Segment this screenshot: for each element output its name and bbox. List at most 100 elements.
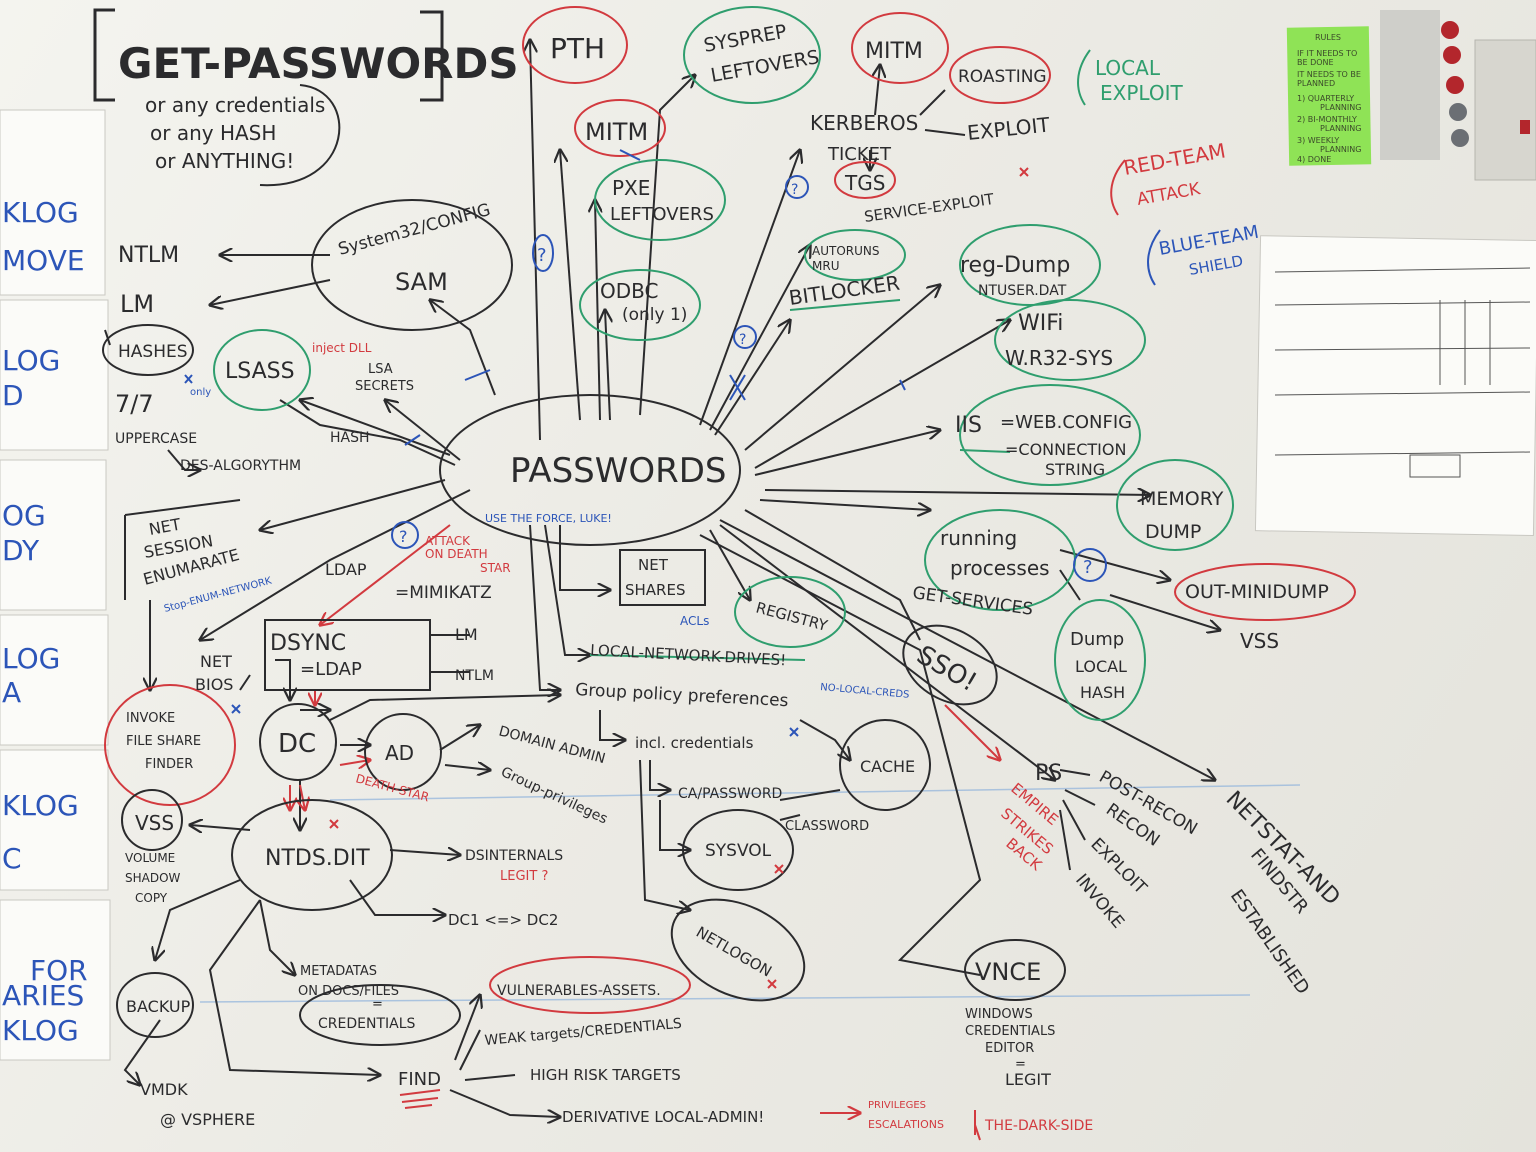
connectors [104,40,1220,1117]
sticky-l8: PLANNING [1320,124,1361,133]
node-stopenum: Stop-ENUM-NETWORK [163,575,273,614]
paper1-line2: MOVE [2,244,85,277]
legend-red-1: RED-TEAM [1122,138,1228,180]
node-volume-3: COPY [135,891,168,905]
node-wce-4: = [1015,1057,1026,1072]
node-sysvol: SYSVOL [705,841,772,861]
node-inclcred: incl. credentials [635,734,754,752]
node-seven: 7/7 [115,390,154,418]
node-ntlm: NTLM [118,243,179,268]
node-cache: CACHE [860,757,915,776]
node-dsinternals: DSINTERNALS [465,848,563,864]
paper2-line1: LOG [2,344,60,377]
node-injectdll: inject DLL [312,341,372,355]
node-localdrives: LOCAL-NETWORK-DRIVES! [590,641,787,669]
node-bitlocker: BITLOCKER [787,271,901,310]
node-wce-5: LEGIT [1005,1070,1051,1089]
node-ad: AD [385,741,414,765]
node-uppercase: UPPERCASE [115,431,197,447]
node-vsphere: @ VSPHERE [160,1110,255,1129]
node-wce-1: WINDOWS [965,1007,1033,1022]
sticky-l3: IT NEEDS TO BE [1297,70,1361,79]
node-outminidump: OUT-MINIDUMP [1185,581,1329,603]
node-lm2: LM [455,625,478,644]
node-pxe-2: LEFTOVERS [610,204,714,225]
title-main: GET-PASSWORDS [118,39,519,88]
node-odbc-1: ODBC [600,279,658,303]
node-regdump: reg-Dump [960,253,1070,278]
node-lm: LM [120,290,154,318]
node-autoruns-1: AUTORUNS [812,244,879,258]
magnet-strip [1380,10,1536,181]
node-classword: CLASSWORD [785,819,869,834]
node-metadata-3: = [372,997,383,1012]
paper1-line1: KLOG [2,196,79,229]
node-ntlm2: NTLM [455,668,494,684]
node-dc: DC [278,729,316,759]
qmark-4: ? [399,527,408,546]
node-dsync-1: DSYNC [270,631,346,656]
node-invoke-3: FINDER [145,757,193,772]
node-metadata-2: ON DOCS/FILES [298,984,399,999]
node-dumplocal-3: HASH [1080,683,1125,702]
node-legit: LEGIT ? [500,869,548,884]
node-kerberos-1: KERBEROS [810,111,918,135]
question-circles [391,175,1107,582]
node-getservices: GET-SERVICES [911,583,1034,620]
title-sub1: or any credentials [145,93,325,117]
blue-marks [184,149,906,737]
node-connection: =CONNECTION [1005,440,1126,459]
node-des: DES-ALGORYTHM [180,458,301,474]
sticky-title: RULES [1315,33,1341,42]
node-hashes: HASHES [118,342,188,362]
node-attack-2: ON DEATH [425,547,488,561]
node-metadata-1: METADATAS [300,964,377,979]
node-wifi: WIFi [1018,311,1063,336]
node-ntdsdit: NTDS.DIT [265,846,370,871]
paper2-line2: D [2,379,24,412]
sticky-l9: 3) WEEKLY [1297,136,1339,145]
sticky-note: RULES IF IT NEEDS TO BE DONE IT NEEDS TO… [1286,26,1372,166]
node-dsync-2: =LDAP [300,659,362,680]
node-attack-1: ATTACK [425,534,471,548]
node-pth: PTH [550,32,605,65]
node-derivative: DERIVATIVE LOCAL-ADMIN! [562,1108,764,1126]
red-marks [329,167,1029,1109]
title-sub3: or ANYTHING! [155,149,294,173]
legend-blue-2: SHIELD [1188,252,1245,279]
node-domainadmin: DOMAIN ADMIN [497,723,607,767]
node-vulnerable: VULNERABLES-ASSETS. [497,983,661,999]
node-vss-right: VSS [1240,629,1279,653]
node-lsass: LSASS [225,359,295,384]
node-running-1: running [940,526,1017,550]
faint-guide-lines [199,784,1301,1003]
node-backup: BACKUP [126,997,191,1016]
center-label: PASSWORDS [510,451,727,491]
sticky-l6: PLANNING [1320,103,1361,112]
node-tgs: TGS [844,171,885,195]
node-wr32: W.R32-SYS [1005,346,1113,370]
node-cpassword: CA/PASSWORD [678,786,782,802]
legend-red-2: ATTACK [1135,179,1202,210]
node-registry: REGISTRY [754,598,830,635]
title-sub2: or any HASH [150,121,276,145]
node-autoruns-2: MRU [812,259,839,273]
node-attack-3: STAR [480,561,511,575]
paper6-line3: KLOG [2,1014,79,1047]
sticky-l5: 1) QUARTERLY [1297,94,1354,103]
paper3-line1: OG [2,499,46,532]
paper4-line1: LOG [2,642,60,675]
qmark-1: ? [537,245,547,266]
sticky-l4: PLANNED [1297,79,1335,88]
qmark-5: ? [1083,557,1093,578]
node-mitm-top: MITM [865,39,923,64]
sticky-l10: PLANNING [1320,145,1361,154]
node-pxe-1: PXE [612,176,650,200]
left-papers: KLOG MOVE LOG D OG DY LOG A KLOG C FOR A… [0,109,111,1061]
node-hash: HASH [330,430,370,446]
node-webconfig: =WEB.CONFIG [1000,412,1132,433]
node-odbc-2: (only 1) [622,305,687,325]
node-volume-2: SHADOW [125,871,181,885]
